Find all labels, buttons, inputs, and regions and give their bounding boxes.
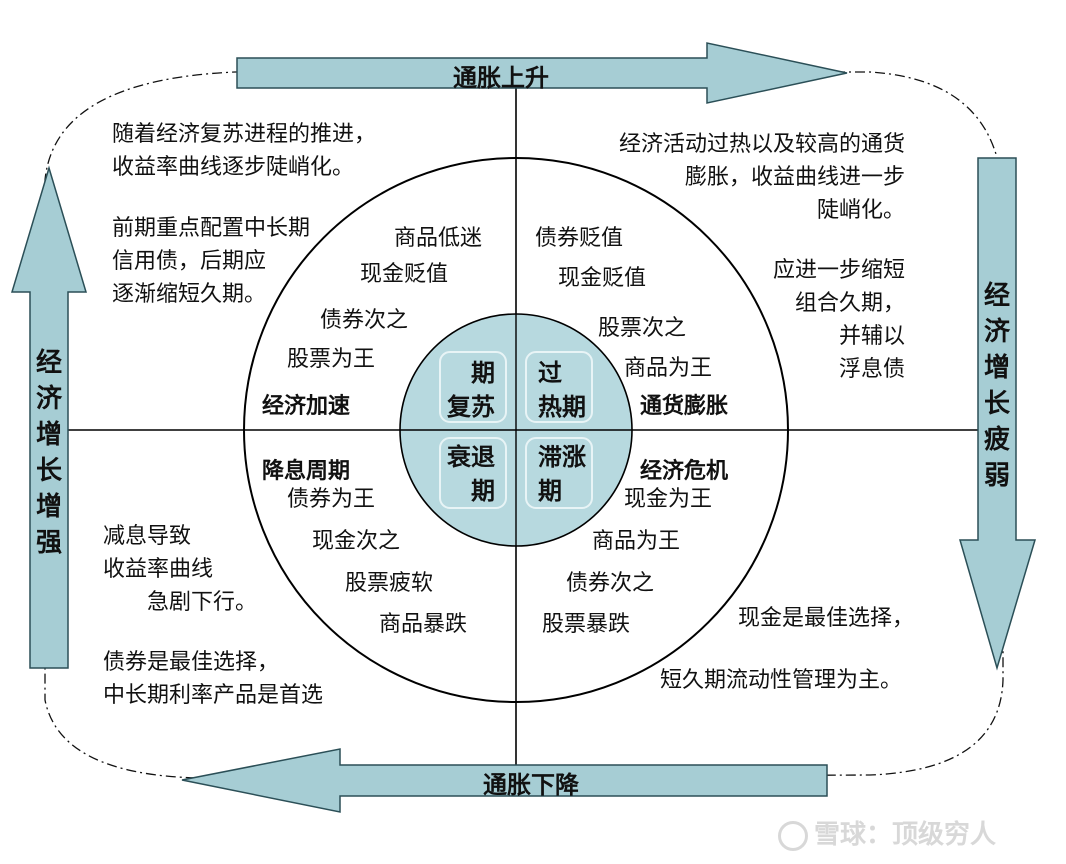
- core-recession: 衰退 期: [447, 443, 495, 505]
- note-bottom-right-1: 现金是最佳选择，: [738, 606, 915, 631]
- tr-item-1: 债券贬值: [535, 226, 624, 251]
- br-item-4: 股票暴跌: [542, 612, 631, 637]
- bottom-arrow-label: 通胀下降: [483, 771, 579, 799]
- core-stagflation: 滞涨 期: [538, 443, 586, 505]
- tl-item-4: 股票为王: [287, 347, 376, 372]
- tr-phase: 通货膨胀: [640, 394, 729, 419]
- note-bottom-left-1: 减息导致 收益率曲线 急剧下行。: [103, 524, 258, 615]
- note-bottom-left-2: 债券是最佳选择， 中长期利率产品是首选: [103, 650, 324, 708]
- tr-item-4: 商品为王: [624, 356, 713, 381]
- bl-item-1: 债券为王: [287, 487, 376, 512]
- tl-item-1: 商品低迷: [394, 226, 483, 251]
- tl-phase: 经济加速: [262, 394, 351, 419]
- br-phase: 经济危机: [640, 459, 729, 484]
- note-top-right-1: 经济活动过热以及较高的通货 膨胀，收益曲线进一步 陡峭化。: [618, 132, 905, 223]
- br-item-1: 现金为王: [624, 487, 713, 512]
- bl-item-3: 股票疲软: [345, 571, 434, 596]
- note-top-right-2: 应进一步缩短 组合久期， 并辅以 浮息债: [772, 258, 905, 382]
- tr-item-2: 现金贬值: [558, 266, 647, 291]
- tl-item-2: 现金贬值: [360, 262, 449, 287]
- tr-item-3: 股票次之: [598, 316, 687, 341]
- note-top-left-2: 前期重点配置中长期 信用债，后期应 逐渐缩短久期。: [112, 216, 311, 307]
- left-arrow: [10, 165, 88, 669]
- watermark: 雪球：顶级穷人: [778, 814, 996, 851]
- bl-phase: 降息周期: [262, 459, 351, 484]
- top-arrow: [236, 42, 848, 104]
- core-recovery: 期 复苏: [447, 359, 495, 421]
- left-arrow-label: 经济增长增强: [35, 348, 62, 558]
- top-arrow-label: 通胀上升: [453, 64, 549, 92]
- tl-item-3: 债券次之: [320, 308, 409, 333]
- note-top-left-1: 随着经济复苏进程的推进， 收益率曲线逐步陡峭化。: [112, 122, 377, 180]
- right-arrow-label: 经济增长疲弱: [983, 281, 1010, 491]
- right-arrow: [959, 157, 1037, 671]
- core-overheat: 过 热期: [538, 359, 586, 421]
- snowball-logo-icon: [778, 820, 808, 851]
- bl-item-2: 现金次之: [312, 529, 401, 554]
- outer-circle: [243, 157, 789, 703]
- note-bottom-right-2: 短久期流动性管理为主。: [660, 668, 903, 693]
- br-item-2: 商品为王: [592, 529, 681, 554]
- br-item-3: 债券次之: [566, 571, 655, 596]
- bottom-arrow: [181, 748, 828, 813]
- bl-item-4: 商品暴跌: [379, 612, 468, 637]
